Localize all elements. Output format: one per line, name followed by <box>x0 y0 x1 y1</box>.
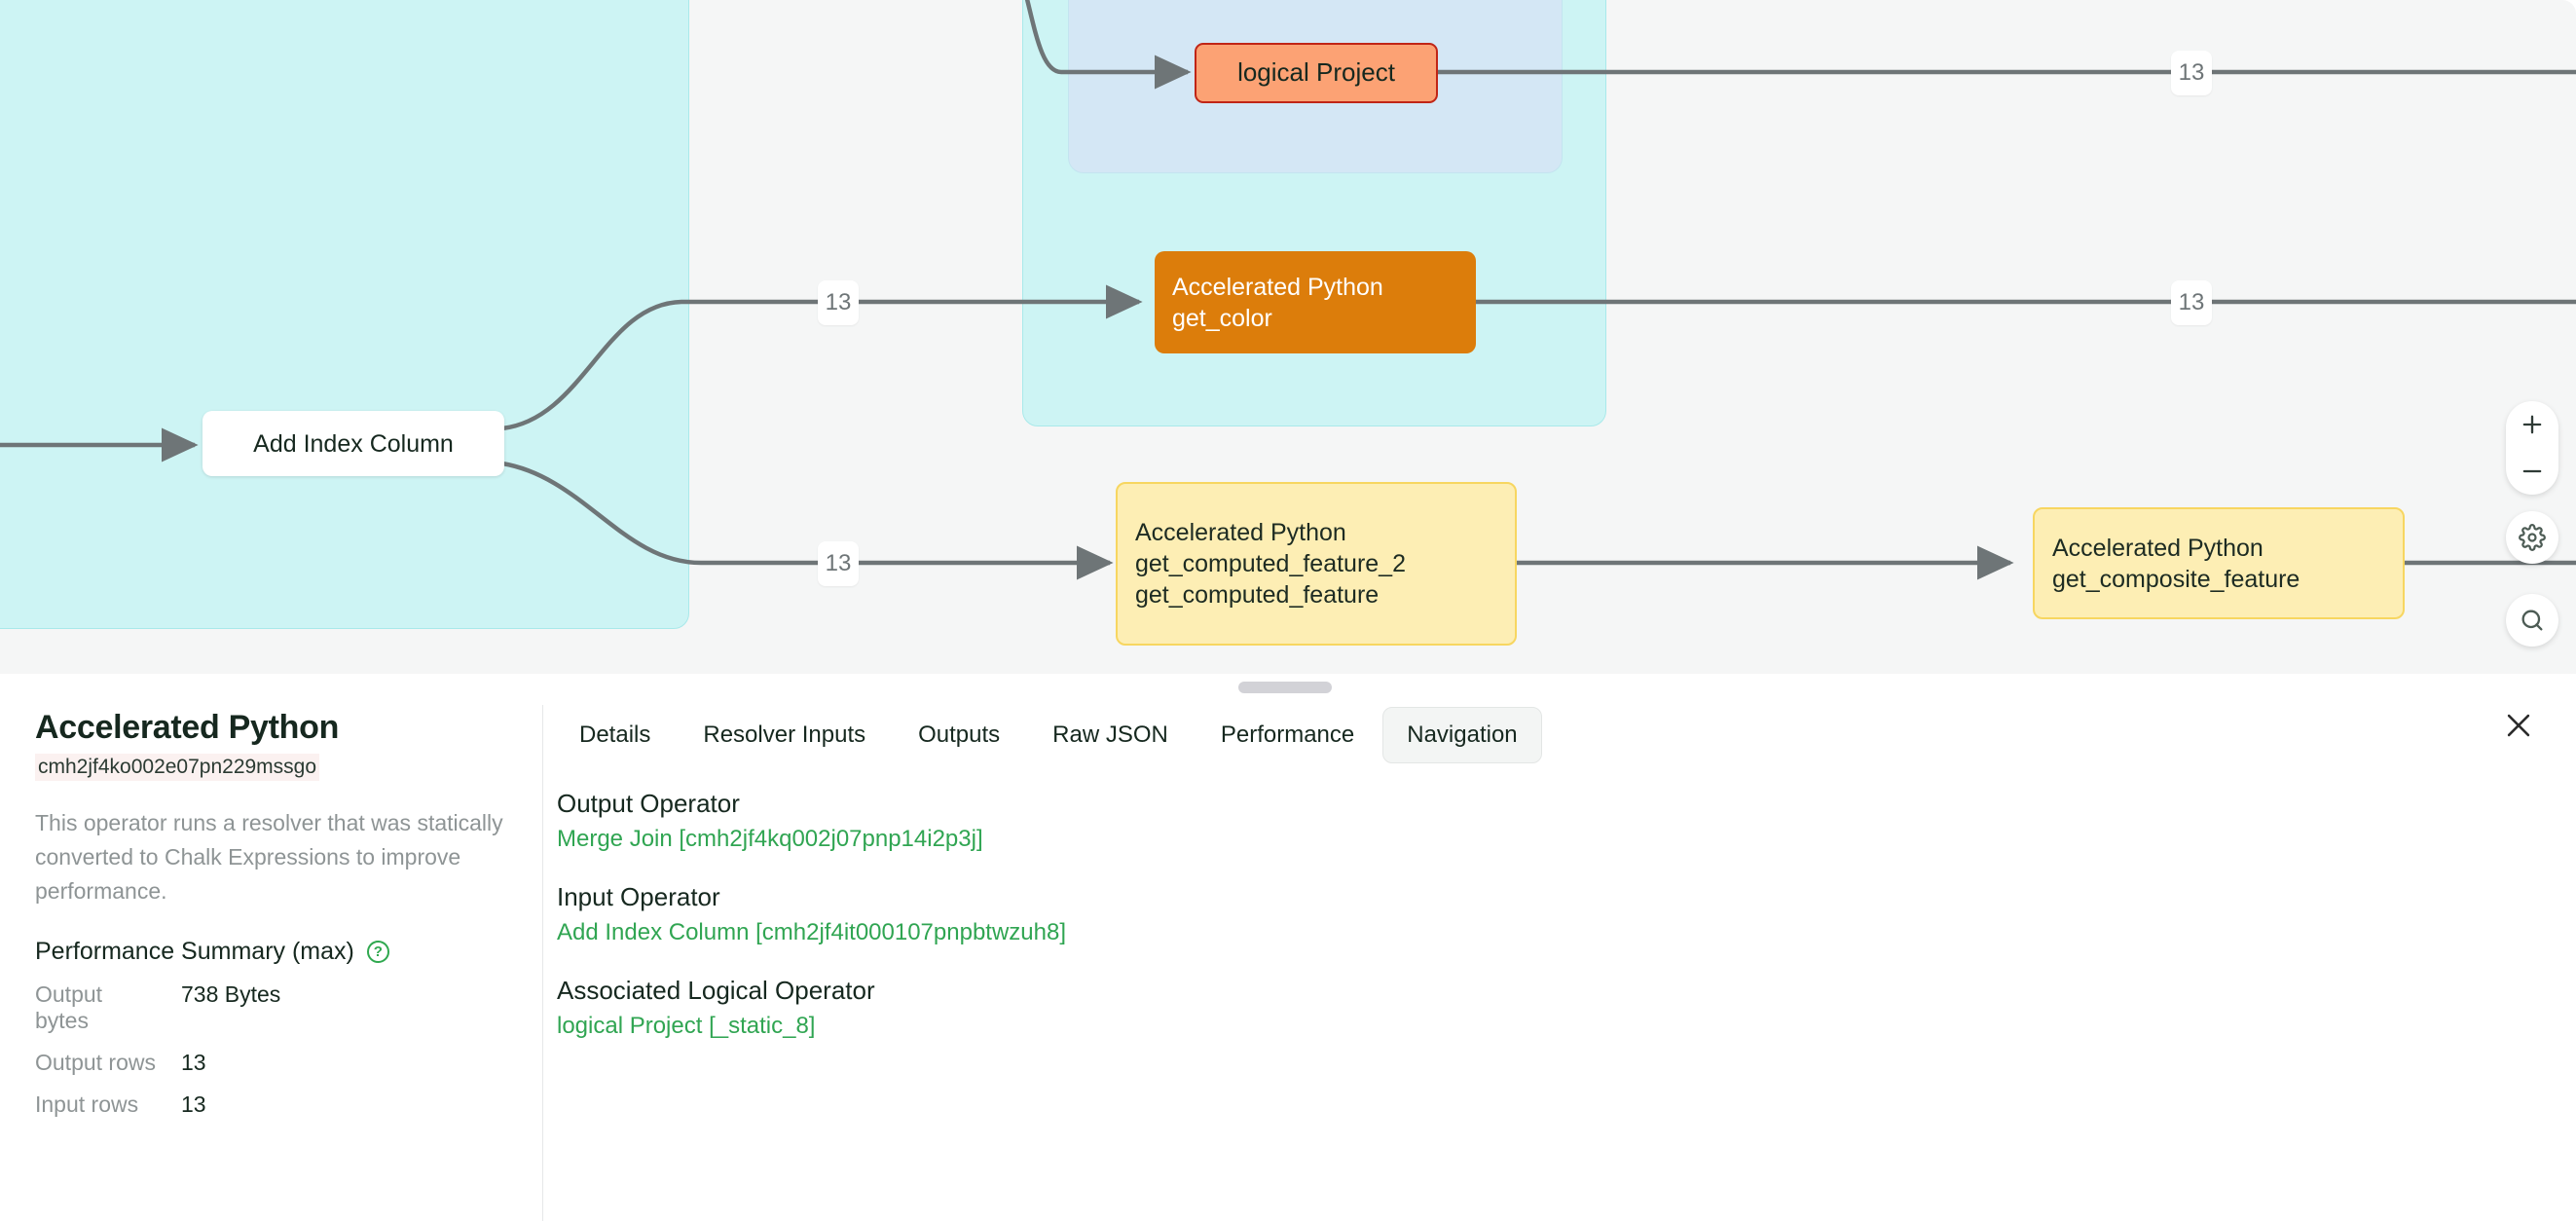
stat-value: 738 Bytes <box>181 980 281 1007</box>
graph-node-logical-project[interactable]: logical Project <box>1195 43 1438 103</box>
node-subtitle: get_computed_feature_2 <box>1135 550 1406 577</box>
panel-divider <box>542 705 543 1221</box>
stat-row-output-rows: Output rows 13 <box>35 1050 503 1076</box>
node-title: Accelerated Python <box>1135 519 1346 546</box>
nav-link[interactable]: Add Index Column [cmh2jf4it000107pnpbtwz… <box>557 919 1067 945</box>
node-subtitle: get_color <box>1172 304 1272 332</box>
stat-key: Input rows <box>35 1091 139 1117</box>
graph-node-get-composite-feature[interactable]: Accelerated Python get_composite_feature <box>2033 507 2405 619</box>
zoom-out-icon[interactable] <box>2506 448 2558 495</box>
nav-heading: Associated Logical Operator <box>557 976 875 1005</box>
edge-count-chip: 13 <box>818 280 859 325</box>
node-title: Add Index Column <box>253 429 454 458</box>
navigation-content: Output Operator Merge Join [cmh2jf4kq002… <box>557 789 1066 1069</box>
operator-info-column: Accelerated Python cmh2jf4ko002e07pn229m… <box>0 674 542 1221</box>
node-subtitle-2: get_computed_feature <box>1135 581 1380 609</box>
graph-node-add-index-column[interactable]: Add Index Column <box>202 411 504 476</box>
edge-count-value: 13 <box>2178 289 2205 315</box>
zoom-in-icon[interactable] <box>2506 401 2558 448</box>
stat-row-input-rows: Input rows 13 <box>35 1092 503 1118</box>
tab-performance[interactable]: Performance <box>1220 722 1355 748</box>
operator-id-badge: cmh2jf4ko002e07pn229mssgo <box>35 754 320 781</box>
stat-row-output-bytes: Output bytes 738 Bytes <box>35 981 503 1034</box>
graph-node-get-computed-feature[interactable]: Accelerated Python get_computed_feature_… <box>1116 482 1517 646</box>
stat-key: Output rows <box>35 1049 156 1075</box>
tab-column: Details Resolver Inputs Outputs Raw JSON… <box>543 674 2576 1221</box>
tab-resolver-inputs[interactable]: Resolver Inputs <box>703 722 866 748</box>
tab-navigation[interactable]: Navigation <box>1382 707 1542 763</box>
page-title: Accelerated Python <box>35 709 340 746</box>
edge-count-chip: 13 <box>818 541 859 586</box>
performance-summary-label: Performance Summary (max) <box>35 937 354 965</box>
tab-outputs[interactable]: Outputs <box>918 722 1001 748</box>
detail-panel: Accelerated Python cmh2jf4ko002e07pn229m… <box>0 674 2576 1221</box>
stat-key: Output bytes <box>35 980 103 1033</box>
search-icon[interactable] <box>2506 594 2558 647</box>
nav-block-input-operator: Input Operator Add Index Column [cmh2jf4… <box>557 882 1066 946</box>
nav-link[interactable]: logical Project [_static_8] <box>557 1013 816 1039</box>
edge-count-chip: 13 <box>2171 51 2212 95</box>
performance-summary-header: Performance Summary (max) ? <box>35 938 503 966</box>
zoom-controls[interactable] <box>2506 401 2558 495</box>
nav-block-associated-logical-operator: Associated Logical Operator logical Proj… <box>557 976 1066 1040</box>
node-subtitle: get_composite_feature <box>2052 565 2300 593</box>
stat-value: 13 <box>181 1091 206 1117</box>
graph-edges <box>0 0 2576 580</box>
tab-raw-json[interactable]: Raw JSON <box>1052 722 1168 748</box>
graph-node-get-color[interactable]: Accelerated Python get_color <box>1155 251 1476 353</box>
close-icon[interactable] <box>2494 701 2543 750</box>
resize-handle[interactable] <box>1238 682 1332 693</box>
gear-icon[interactable] <box>2506 511 2558 564</box>
operator-description: This operator runs a resolver that was s… <box>35 810 503 904</box>
nav-heading: Output Operator <box>557 789 740 818</box>
group-container-left <box>0 0 689 629</box>
question-mark-icon[interactable]: ? <box>366 940 389 963</box>
tab-details[interactable]: Details <box>579 722 651 748</box>
graph-canvas[interactable]: Add Index Column logical Project Acceler… <box>0 0 2576 674</box>
nav-link[interactable]: Merge Join [cmh2jf4kq002j07pnp14i2p3j] <box>557 826 983 852</box>
edge-count-value: 13 <box>2178 59 2205 86</box>
edge-count-value: 13 <box>825 289 852 315</box>
node-title: Accelerated Python <box>1172 273 1383 301</box>
node-title: logical Project <box>1237 57 1395 88</box>
edge-count-value: 13 <box>825 550 852 576</box>
nav-heading: Input Operator <box>557 882 720 911</box>
stat-value: 13 <box>181 1049 206 1075</box>
edge-count-chip: 13 <box>2171 280 2212 325</box>
nav-block-output-operator: Output Operator Merge Join [cmh2jf4kq002… <box>557 789 1066 853</box>
tab-bar: Details Resolver Inputs Outputs Raw JSON… <box>555 707 1542 763</box>
node-title: Accelerated Python <box>2052 534 2263 562</box>
